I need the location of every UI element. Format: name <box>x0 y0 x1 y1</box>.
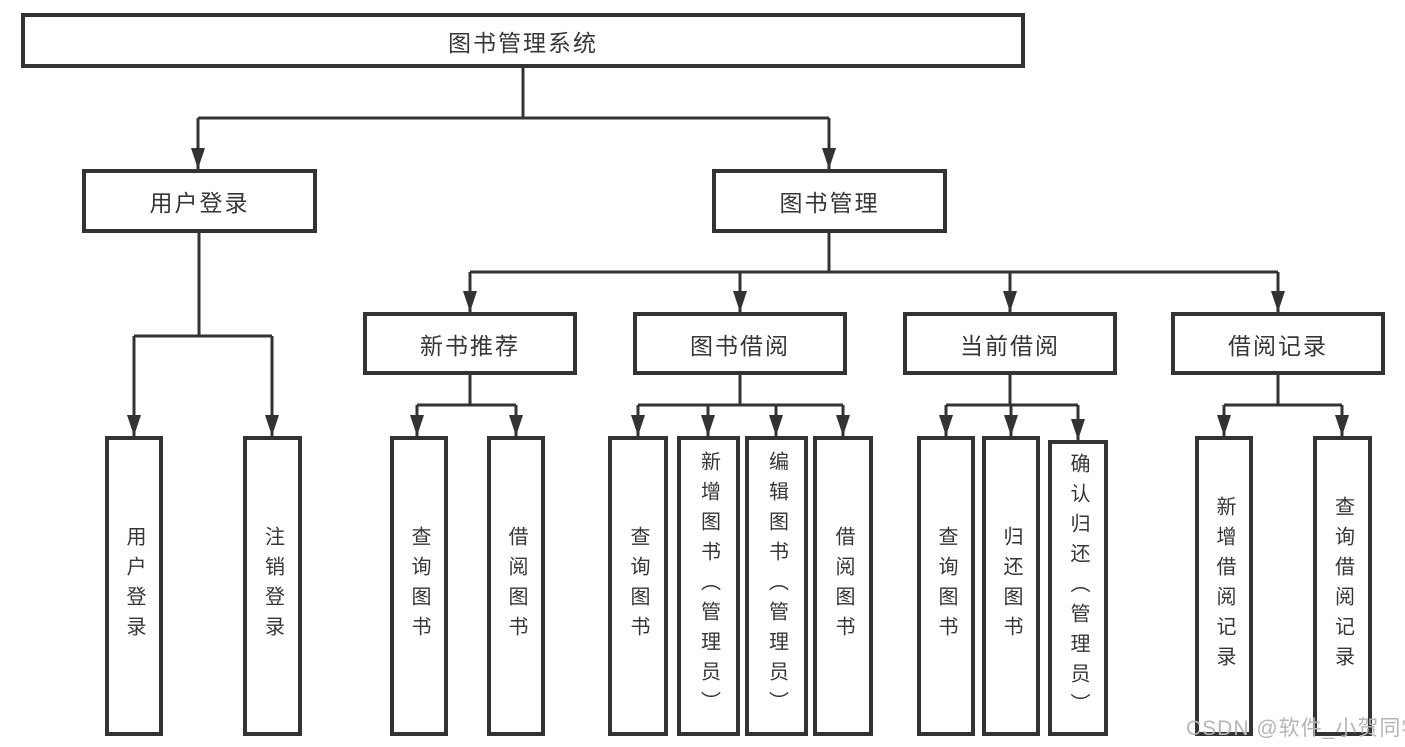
node-user-login: 用户登录 <box>82 169 317 233</box>
node-bb-borrow-book: 借阅图书 <box>813 436 873 736</box>
node-new-book-recommend-label: 新书推荐 <box>420 332 520 359</box>
node-borrowing-records: 借阅记录 <box>1171 312 1385 375</box>
node-new-book-recommend: 新书推荐 <box>363 312 577 375</box>
node-bb-borrow-book-label: 借阅图书 <box>832 526 854 646</box>
node-br-query-record-label: 查询借阅记录 <box>1331 496 1354 676</box>
node-cb-return-book-label: 归还图书 <box>1000 526 1022 646</box>
node-current-borrowing-label: 当前借阅 <box>960 332 1060 359</box>
node-bb-edit-book-admin: 编辑图书（管理员） <box>745 436 808 736</box>
node-nb-query-book-label: 查询图书 <box>408 526 430 646</box>
node-cb-query-book: 查询图书 <box>917 436 975 736</box>
node-nb-borrow-book-label: 借阅图书 <box>505 526 527 646</box>
node-bb-query-book: 查询图书 <box>608 436 668 736</box>
node-br-add-record: 新增借阅记录 <box>1195 436 1253 736</box>
node-borrowing-records-label: 借阅记录 <box>1228 332 1328 359</box>
node-book-management-label: 图书管理 <box>779 190 880 216</box>
node-book-borrowing: 图书借阅 <box>633 312 847 375</box>
node-cb-query-book-label: 查询图书 <box>935 526 957 646</box>
node-bb-query-book-label: 查询图书 <box>627 526 649 646</box>
node-logout: 注销登录 <box>243 436 302 736</box>
node-logout-label: 注销登录 <box>261 526 284 646</box>
node-nb-borrow-book: 借阅图书 <box>487 436 545 736</box>
node-br-add-record-label: 新增借阅记录 <box>1213 496 1235 676</box>
node-bb-add-book-admin-label: 新增图书（管理员） <box>697 451 720 721</box>
node-root-label: 图书管理系统 <box>448 29 598 56</box>
node-br-query-record: 查询借阅记录 <box>1313 436 1372 736</box>
node-bb-add-book-admin: 新增图书（管理员） <box>677 436 740 736</box>
node-book-borrowing-label: 图书借阅 <box>690 332 790 359</box>
node-root: 图书管理系统 <box>21 13 1025 68</box>
node-book-management: 图书管理 <box>712 169 947 233</box>
node-bb-edit-book-admin-label: 编辑图书（管理员） <box>765 451 788 721</box>
node-nb-query-book: 查询图书 <box>390 436 448 736</box>
node-current-borrowing: 当前借阅 <box>903 312 1117 375</box>
node-cb-confirm-return-admin-label: 确认归还（管理员） <box>1067 453 1089 723</box>
node-user-login-leaf: 用户登录 <box>105 436 163 736</box>
node-user-login-label: 用户登录 <box>149 190 250 216</box>
csdn-watermark: CSDN @软件_小贺同学 <box>1186 717 1405 740</box>
node-cb-return-book: 归还图书 <box>982 436 1040 736</box>
node-user-login-leaf-label: 用户登录 <box>123 526 145 646</box>
node-cb-confirm-return-admin: 确认归还（管理员） <box>1048 440 1108 736</box>
